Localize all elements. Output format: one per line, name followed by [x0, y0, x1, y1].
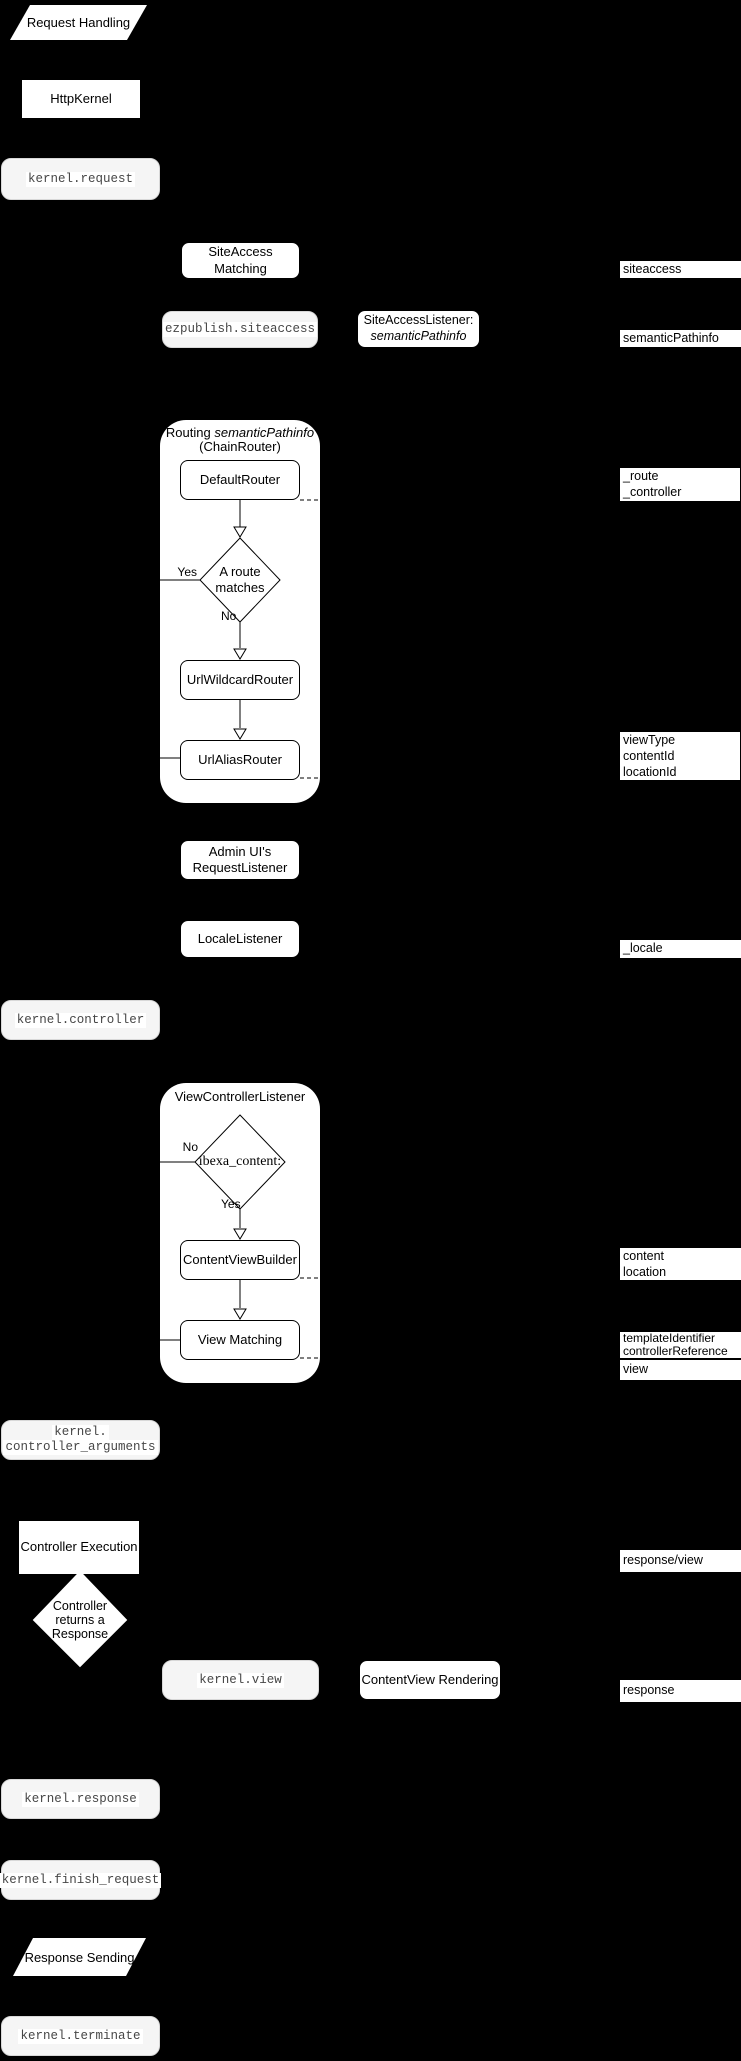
- url-wildcard-router-node: UrlWildcardRouter: [180, 660, 300, 700]
- label-template-line1: templateIdentifier: [623, 1332, 716, 1345]
- label-response: response: [620, 1680, 741, 1702]
- arrowhead-icon: [233, 526, 247, 538]
- request-handling-node: Request Handling: [10, 5, 147, 40]
- label-view: view: [620, 1360, 741, 1380]
- locale-listener-node: LocaleListener: [180, 920, 300, 958]
- siteaccess-listener-node: SiteAccessListener: semanticPathinfo: [357, 310, 480, 348]
- kernel-response-label: kernel.response: [22, 1791, 139, 1807]
- controller-returns-diamond-text: Controller returns a Response: [30, 1599, 130, 1641]
- kernel-controller-label: kernel.controller: [14, 1012, 147, 1028]
- route-matches-line1: A route: [219, 564, 261, 579]
- arrowhead-icon: [233, 1308, 247, 1320]
- ezpublish-siteaccess-event: ezpublish.siteaccess: [162, 311, 318, 348]
- controller-returns-line3: Response: [51, 1627, 109, 1641]
- content-view-rendering-node: ContentView Rendering: [359, 1660, 501, 1700]
- kernel-view-label: kernel.view: [197, 1672, 284, 1688]
- label-siteaccess: siteaccess: [620, 261, 741, 278]
- kernel-request-event: kernel.request: [1, 158, 160, 200]
- request-handling-label: Request Handling: [26, 15, 131, 30]
- label-route-line1: _route: [623, 469, 659, 483]
- arrowhead-icon: [233, 1228, 247, 1240]
- controller-returns-line2: returns a: [55, 1613, 105, 1627]
- label-content-line2: location: [623, 1265, 667, 1279]
- routing-title-line1: Routing semanticPathinfo: [166, 426, 314, 440]
- controller-returns-line1: Controller: [52, 1599, 108, 1613]
- label-view-params-line2: contentId: [623, 749, 675, 763]
- response-sending-label: Response Sending: [24, 1949, 135, 1965]
- siteaccess-listener-line2: semanticPathinfo: [370, 329, 467, 343]
- routing-title: Routing semanticPathinfo (ChainRouter): [160, 425, 320, 455]
- label-content-location: content location: [620, 1248, 741, 1280]
- ezpublish-siteaccess-label: ezpublish.siteaccess: [162, 322, 318, 337]
- kernel-view-event: kernel.view: [162, 1660, 319, 1700]
- label-route-controller: _route _controller: [620, 468, 740, 501]
- label-response-view: response/view: [620, 1550, 741, 1572]
- ibexa-no-label: No: [182, 1140, 198, 1154]
- label-semantic-pathinfo: semanticPathinfo: [620, 330, 741, 347]
- route-yes-label: Yes: [177, 565, 197, 579]
- httpkernel-node: HttpKernel: [22, 80, 140, 118]
- routing-title-line2: (ChainRouter): [199, 439, 281, 454]
- route-matches-line2: matches: [215, 580, 265, 595]
- kernel-response-event: kernel.response: [1, 1779, 160, 1819]
- content-view-builder-node: ContentViewBuilder: [180, 1240, 300, 1280]
- kernel-controller-arguments-event: kernel. controller_arguments: [1, 1420, 160, 1460]
- response-sending-node: Response Sending: [13, 1938, 146, 1976]
- ibexa-yes-label: Yes: [221, 1197, 241, 1211]
- routing-title-em: semanticPathinfo: [214, 425, 315, 440]
- label-route-line2: _controller: [623, 485, 682, 499]
- siteaccess-listener-line1: SiteAccessListener:: [363, 313, 474, 328]
- kernel-request-label: kernel.request: [25, 171, 136, 187]
- kernel-terminate-event: kernel.terminate: [1, 2016, 160, 2056]
- kernel-terminate-label: kernel.terminate: [18, 2028, 143, 2044]
- view-controller-listener-title: ViewControllerListener: [174, 1088, 306, 1104]
- kernel-controller-arguments-line2: controller_arguments: [3, 1440, 158, 1455]
- response-sending-shape: [13, 1938, 146, 1976]
- route-matches-diamond-text: A route matches: [200, 564, 280, 596]
- url-alias-router-node: UrlAliasRouter: [180, 740, 300, 780]
- label-template-line2: controllerReference: [623, 1344, 728, 1358]
- view-matching-node: View Matching: [180, 1320, 300, 1360]
- admin-request-listener-node: Admin UI's RequestListener: [180, 840, 300, 880]
- label-template: templateIdentifier controllerReference: [620, 1332, 741, 1358]
- kernel-controller-arguments-line1: kernel.: [52, 1425, 109, 1440]
- default-router-node: DefaultRouter: [180, 460, 300, 500]
- kernel-finish-request-event: kernel.finish_request: [0, 1860, 162, 1900]
- controller-execution-node: Controller Execution: [19, 1521, 139, 1574]
- label-content-line1: content: [623, 1249, 665, 1263]
- label-view-params-line1: viewType: [623, 733, 676, 747]
- route-no-label: No: [221, 609, 237, 623]
- kernel-finish-request-label: kernel.finish_request: [0, 1872, 162, 1888]
- ibexa-content-diamond-text: ibexa_content:: [198, 1154, 282, 1169]
- arrowhead-icon: [233, 728, 247, 740]
- label-view-params: viewType contentId locationId: [620, 732, 740, 780]
- siteaccess-matching-node: SiteAccess Matching: [181, 242, 300, 279]
- label-view-params-line3: locationId: [623, 765, 677, 779]
- kernel-controller-event: kernel.controller: [1, 1000, 160, 1040]
- request-handling-shape: [10, 5, 147, 40]
- routing-title-pre: Routing: [165, 425, 215, 440]
- controller-returns-diamond-shape: [31, 1569, 129, 1669]
- arrowhead-icon: [233, 648, 247, 660]
- label-locale: _locale: [620, 940, 741, 958]
